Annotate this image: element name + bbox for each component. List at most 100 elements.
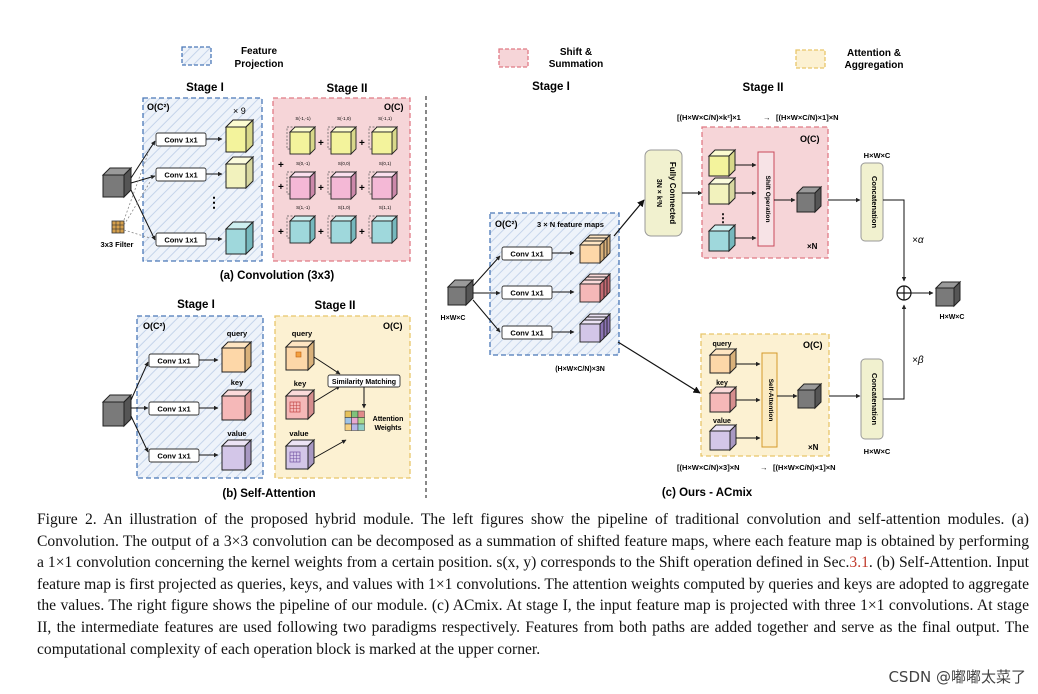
panel-c-top-times-n: ×N bbox=[807, 242, 818, 251]
caption-part-2: . (b) Self-Attention. Input feature map … bbox=[37, 554, 1029, 658]
attention-weight-cell bbox=[351, 417, 359, 425]
panel-c-title: (c) Ours - ACmix bbox=[662, 487, 753, 499]
panel-b-query-cube bbox=[220, 340, 253, 374]
panel-c-top-dim-2: [(H×W×C/N)×1]×N bbox=[776, 113, 839, 122]
attention-weight-cell bbox=[357, 417, 365, 425]
panel-a-filter-grid bbox=[111, 220, 125, 234]
attention-weight-cell bbox=[357, 423, 365, 431]
acmix-figure: Feature Projection Shift & Summation Att… bbox=[101, 46, 965, 500]
stacked-feature-cube bbox=[578, 318, 606, 344]
panel-a-conv-3-label: Conv 1x1 bbox=[164, 236, 197, 245]
panel-c-top-dim-1: [(H×W×C/N)×k²]×1 bbox=[677, 113, 741, 122]
shift-cube bbox=[288, 214, 317, 245]
legend-shift-swatch bbox=[498, 48, 529, 68]
shift-cube bbox=[370, 125, 399, 156]
panel-c-concat-top-label: Concatenation bbox=[870, 176, 879, 229]
panel-b-key-label: key bbox=[231, 378, 244, 387]
panel-b-s2-key-label: key bbox=[294, 379, 307, 388]
panel-c-top-dim-arrow: → bbox=[763, 113, 771, 122]
panel-c-stacked-features bbox=[578, 233, 612, 344]
legend-shift-label-2: Summation bbox=[549, 59, 603, 70]
panel-a-complexity1: O(C²) bbox=[147, 102, 170, 112]
shift-cube bbox=[329, 214, 358, 245]
panel-b-complexity2: O(C) bbox=[383, 321, 403, 331]
panel-c-sum-node bbox=[896, 285, 912, 301]
panel-c-feature-maps: 3 × N feature maps bbox=[537, 220, 604, 229]
panel-a-cube-2 bbox=[224, 155, 255, 190]
legend-shift-label-1: Shift & bbox=[560, 47, 592, 58]
panel-b-input-cube bbox=[101, 393, 133, 428]
attention-weight-cell bbox=[344, 423, 352, 431]
shift-label: S(0,1) bbox=[379, 161, 392, 166]
svg-text:+: + bbox=[278, 182, 284, 193]
panel-b-s2-key-cube bbox=[284, 388, 316, 421]
legend-attention-label-2: Aggregation bbox=[845, 60, 904, 71]
panel-c-bottom-dim-1: [(H×W×C/N)×3]×N bbox=[677, 463, 740, 472]
panel-c-complexity-top: O(C) bbox=[800, 134, 820, 144]
panel-c-shift-cube-3 bbox=[707, 223, 737, 253]
panel-c-bottom-times-n: ×N bbox=[808, 443, 819, 452]
shift-label: S(-1,1) bbox=[378, 116, 392, 121]
legend-projection-label-1: Feature bbox=[241, 46, 278, 57]
panel-a-stage2: Stage II bbox=[327, 83, 368, 95]
panel-a-conv-2-label: Conv 1x1 bbox=[164, 171, 197, 180]
attention-weight-cell bbox=[351, 423, 359, 431]
plus-sign: + bbox=[318, 227, 324, 238]
panel-a-stage1: Stage I bbox=[186, 82, 224, 94]
plus-sign: + bbox=[359, 183, 365, 194]
panel-a-shift-grid: S(-1,-1)+S(-1,0)+S(-1,1)S(0,-1)+S(0,0)+S… bbox=[286, 116, 399, 245]
panel-c-bottom-dim-arrow: → bbox=[760, 463, 768, 472]
panel-c-complexity-bottom: O(C) bbox=[803, 340, 823, 350]
shift-cube bbox=[288, 170, 317, 201]
panel-c-input-dim: H×W×C bbox=[441, 315, 466, 322]
caption-section-link[interactable]: 3.1 bbox=[849, 554, 869, 572]
panel-self-attention: Stage I Stage II O(C²) O(C) Conv 1x1 Con… bbox=[101, 299, 411, 500]
panel-b-stage2: Stage II bbox=[315, 300, 356, 312]
panel-b-value-label: value bbox=[227, 429, 246, 438]
panel-b-complexity1: O(C²) bbox=[143, 321, 166, 331]
shift-cube bbox=[370, 170, 399, 201]
watermark: CSDN @嘟嘟太菜了 bbox=[888, 668, 1026, 686]
shift-label: S(0,-1) bbox=[296, 161, 310, 166]
shift-cube bbox=[329, 170, 358, 201]
svg-text:⋮: ⋮ bbox=[717, 211, 729, 225]
shift-cube bbox=[370, 214, 399, 245]
panel-c-output-dim: H×W×C bbox=[940, 314, 965, 321]
legend: Feature Projection Shift & Summation Att… bbox=[181, 46, 904, 71]
panel-b-conv-3-label: Conv 1x1 bbox=[157, 452, 190, 461]
panel-c-self-attention-block bbox=[761, 352, 778, 448]
panel-b-attn-label-1: Attention bbox=[373, 416, 404, 423]
caption-part-1: Figure 2. An illustration of the propose… bbox=[37, 511, 1029, 572]
panel-c-self-attention-label: Self-Attention bbox=[767, 379, 774, 422]
attention-weight-cell bbox=[344, 417, 352, 425]
attention-weight-cell bbox=[357, 410, 365, 418]
panel-c-shift-cube-1 bbox=[707, 148, 737, 178]
panel-a-filter-label: 3x3 Filter bbox=[101, 240, 134, 249]
panel-b-s2-query-cube bbox=[284, 339, 316, 372]
panel-c-top-hwc: H×W×C bbox=[864, 151, 891, 160]
shift-cube bbox=[288, 125, 317, 156]
panel-c-concat-top bbox=[860, 162, 884, 242]
svg-text:+: + bbox=[278, 227, 284, 238]
panel-c-conv-3-label: Conv 1x1 bbox=[510, 329, 543, 338]
panel-c-stage1-dim: (H×W×C/N)×3N bbox=[555, 366, 605, 373]
panel-convolution: Stage I Stage II O(C²) × 9 O(C) 3x3 Filt… bbox=[101, 82, 411, 282]
panel-a-conv-1-label: Conv 1x1 bbox=[164, 136, 197, 145]
legend-projection-label-2: Projection bbox=[235, 59, 284, 70]
shift-label: S(1,0) bbox=[338, 205, 351, 210]
panel-acmix: Stage I Stage II H×W×C O(C²) 3 × N featu… bbox=[441, 81, 965, 499]
panel-b-s2-query-label: query bbox=[292, 329, 313, 338]
panel-c-alpha: ×α bbox=[912, 235, 924, 246]
panel-c-complexity1: O(C²) bbox=[495, 219, 518, 229]
svg-text:+: + bbox=[278, 160, 284, 171]
panel-c-fc-label: Fully Connected bbox=[668, 162, 677, 224]
shift-label: S(1,1) bbox=[379, 205, 392, 210]
legend-attention-swatch bbox=[795, 49, 826, 69]
panel-c-concat-bottom-label: Concatenation bbox=[870, 373, 879, 426]
figure-caption: Figure 2. An illustration of the propose… bbox=[37, 509, 1029, 660]
stacked-feature-cube bbox=[578, 239, 606, 265]
panel-b-s2-value-label: value bbox=[289, 429, 308, 438]
panel-c-bottom-hwc: H×W×C bbox=[864, 447, 891, 456]
panel-b-query-label: query bbox=[227, 329, 248, 338]
panel-c-key-label: key bbox=[716, 380, 728, 387]
